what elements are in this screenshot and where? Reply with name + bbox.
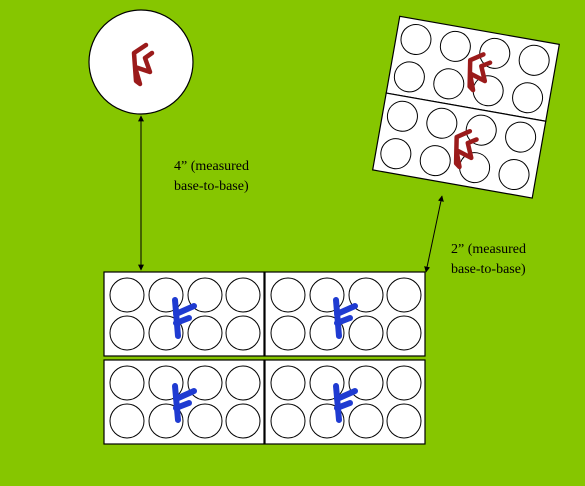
f-rune-icon	[333, 297, 358, 339]
f-rune-icon	[333, 383, 358, 423]
single-round-base	[88, 9, 194, 115]
main-unit	[103, 271, 426, 445]
f-rune-icon	[172, 383, 197, 423]
distance-label-2in-line2: base-to-base)	[451, 262, 526, 277]
distance-label-4in-line2: base-to-base)	[174, 179, 249, 194]
lightning-rune-icon	[453, 128, 479, 170]
angled-unit	[371, 15, 560, 199]
angled-tray-bottom	[371, 92, 547, 199]
lightning-rune-icon	[467, 52, 493, 93]
main-tray-bottom-right	[264, 359, 426, 445]
distance-label-2in-line1: 2” (measured	[451, 242, 527, 257]
distance-label-4in: 4” (measured base-to-base)	[174, 157, 249, 197]
distance-label-4in-line1: 4” (measured	[174, 159, 250, 174]
main-tray-bottom-left	[103, 359, 265, 445]
f-rune-icon	[172, 297, 197, 339]
distance-label-2in: 2” (measured base-to-base)	[451, 240, 526, 280]
main-tray-top-right	[264, 271, 426, 357]
distance-arrow-2in	[424, 195, 444, 273]
lightning-rune-icon	[131, 42, 155, 87]
main-tray-top-left	[103, 271, 265, 357]
angled-tray-top	[385, 15, 560, 122]
